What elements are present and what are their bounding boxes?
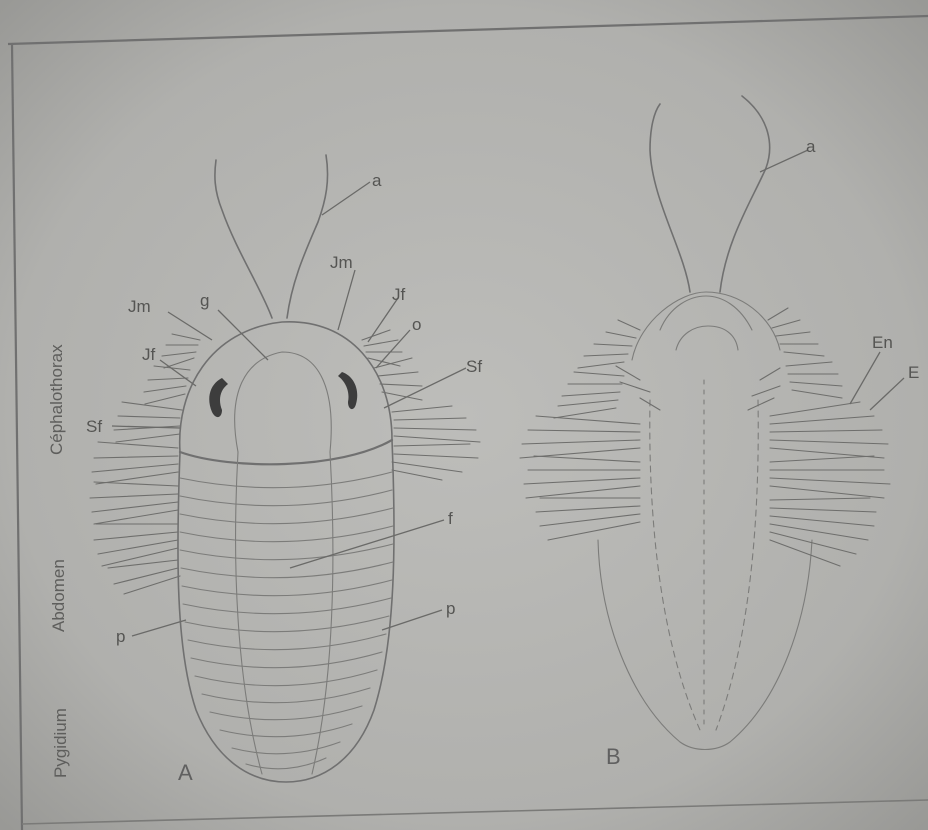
label-abdomen: Abdomen (49, 559, 68, 632)
label-a-antenna: a (372, 171, 382, 190)
label-pygidium: Pygidium (51, 708, 70, 778)
label-cephalothorax: Céphalothorax (47, 344, 66, 455)
label-sf-right: Sf (466, 357, 482, 376)
label-e: E (908, 363, 919, 382)
label-o: o (412, 315, 421, 334)
label-jm-left: Jm (128, 297, 151, 316)
panel-letter-a: A (178, 760, 193, 785)
label-jf-right: Jf (392, 285, 406, 304)
panel-letter-b: B (606, 744, 621, 769)
label-p-right: p (446, 599, 455, 618)
label-sf-left: Sf (86, 417, 102, 436)
label-a-antenna-b: a (806, 137, 816, 156)
label-en: En (872, 333, 893, 352)
label-jf-left: Jf (142, 345, 156, 364)
label-g: g (200, 291, 209, 310)
label-f: f (448, 509, 453, 528)
label-p-left: p (116, 627, 125, 646)
label-jm-right: Jm (330, 253, 353, 272)
